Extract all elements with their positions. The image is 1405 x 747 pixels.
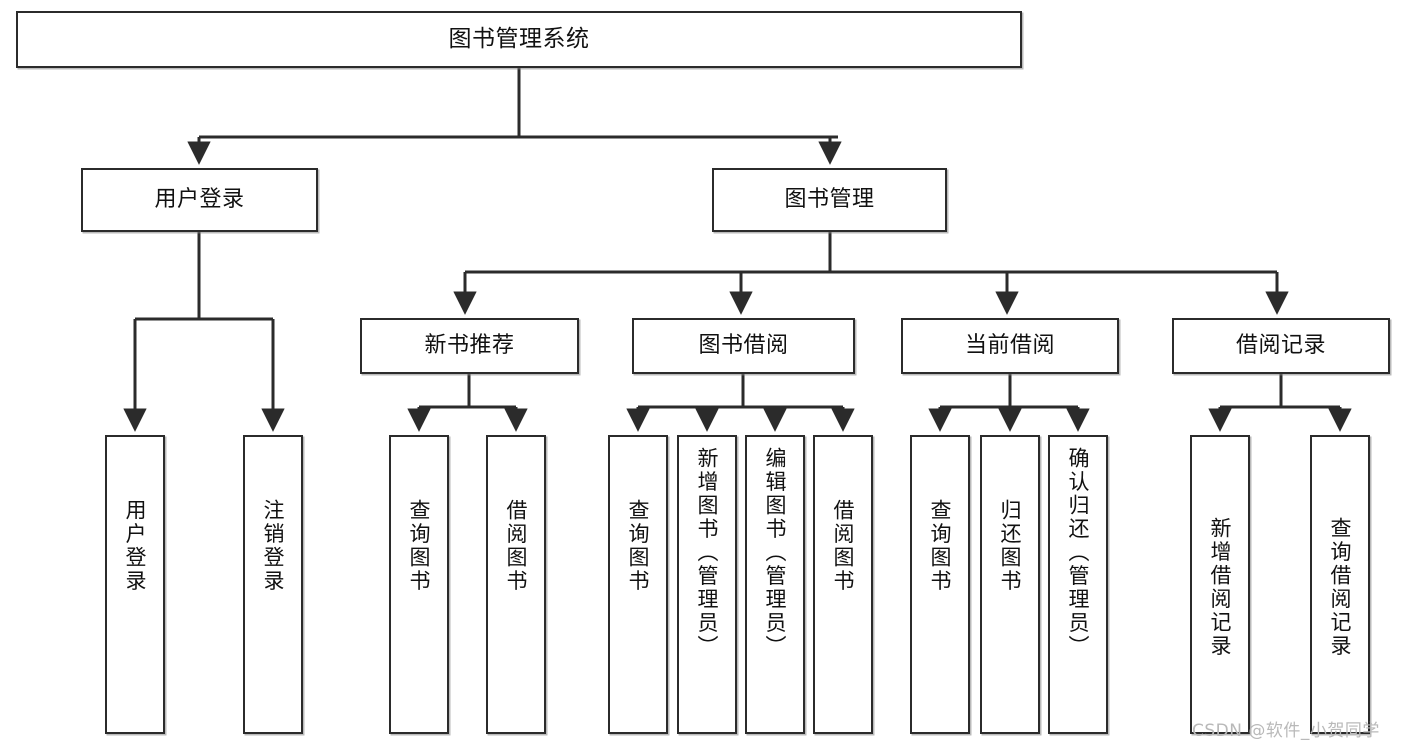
node-new-book-recommend[interactable]: 新书推荐: [360, 318, 579, 374]
node-leaf-record-query-label: 查询借阅记录: [1328, 517, 1353, 658]
node-leaf-current-return-book-label: 归还图书: [998, 499, 1023, 593]
node-leaf-current-confirm-return[interactable]: 确认归还（管理员）: [1048, 435, 1108, 734]
node-leaf-user-logout-label: 注销登录: [261, 499, 286, 593]
node-new-book-recommend-label: 新书推荐: [424, 333, 515, 359]
node-leaf-borrow-borrow-book[interactable]: 借阅图书: [813, 435, 873, 734]
node-leaf-borrow-add-book-label: 新增图书（管理员）: [695, 447, 720, 659]
node-book-borrow[interactable]: 图书借阅: [632, 318, 855, 374]
node-leaf-recommend-borrow-book[interactable]: 借阅图书: [486, 435, 546, 734]
node-user-login[interactable]: 用户登录: [81, 168, 318, 232]
node-leaf-current-return-book[interactable]: 归还图书: [980, 435, 1040, 734]
node-user-login-label: 用户登录: [154, 187, 245, 213]
node-leaf-recommend-query-book-label: 查询图书: [407, 499, 432, 593]
node-leaf-record-add[interactable]: 新增借阅记录: [1190, 435, 1250, 734]
node-borrow-record[interactable]: 借阅记录: [1172, 318, 1390, 374]
watermark-csdn: CSDN @软件_小贺同学: [1192, 721, 1380, 741]
node-current-borrow[interactable]: 当前借阅: [901, 318, 1119, 374]
node-leaf-recommend-query-book[interactable]: 查询图书: [389, 435, 449, 734]
node-book-manage-label: 图书管理: [784, 187, 875, 213]
node-leaf-borrow-query-book[interactable]: 查询图书: [608, 435, 668, 734]
node-leaf-current-confirm-return-label: 确认归还（管理员）: [1066, 447, 1091, 659]
node-current-borrow-label: 当前借阅: [964, 333, 1055, 359]
node-root[interactable]: 图书管理系统: [16, 11, 1022, 68]
node-leaf-user-login[interactable]: 用户登录: [105, 435, 165, 734]
node-leaf-borrow-edit-book[interactable]: 编辑图书（管理员）: [745, 435, 805, 734]
node-book-borrow-label: 图书借阅: [698, 333, 789, 359]
node-leaf-borrow-edit-book-label: 编辑图书（管理员）: [763, 447, 788, 659]
node-leaf-borrow-borrow-book-label: 借阅图书: [831, 499, 856, 593]
node-leaf-borrow-query-book-label: 查询图书: [626, 499, 651, 593]
node-leaf-record-query[interactable]: 查询借阅记录: [1310, 435, 1370, 734]
node-leaf-recommend-borrow-book-label: 借阅图书: [504, 499, 529, 593]
node-leaf-user-logout[interactable]: 注销登录: [243, 435, 303, 734]
node-root-label: 图书管理系统: [448, 25, 590, 52]
node-leaf-borrow-add-book[interactable]: 新增图书（管理员）: [677, 435, 737, 734]
node-leaf-record-add-label: 新增借阅记录: [1208, 517, 1233, 658]
node-borrow-record-label: 借阅记录: [1235, 333, 1326, 359]
node-leaf-current-query-book-label: 查询图书: [928, 499, 953, 593]
node-leaf-user-login-label: 用户登录: [123, 499, 148, 593]
node-leaf-current-query-book[interactable]: 查询图书: [910, 435, 970, 734]
node-book-manage[interactable]: 图书管理: [712, 168, 947, 232]
